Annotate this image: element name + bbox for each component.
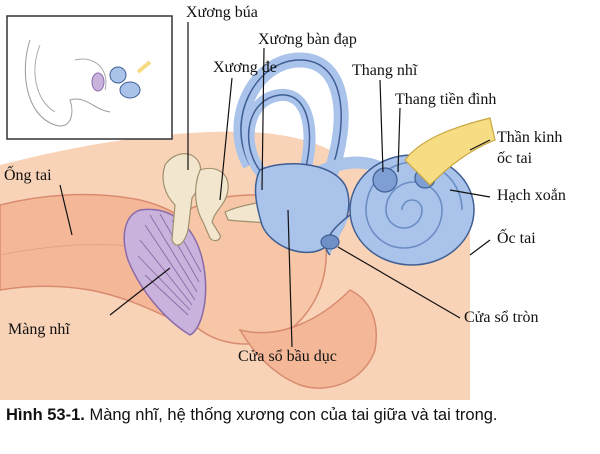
label-malleus: Xương búa: [186, 4, 258, 21]
leader-lines: [59, 22, 491, 348]
label-scala-tympani: Thang nhĩ: [352, 62, 418, 79]
incus-bone: [194, 167, 229, 242]
figure-number: Hình 53-1.: [6, 406, 85, 424]
label-oval-window: Cửa sổ bầu dục: [238, 348, 337, 365]
label-cochlear-nerve-line1: Thần kinh: [497, 129, 563, 146]
label-stapes: Xương bàn đạp: [258, 31, 357, 48]
label-spiral-ganglion: Hạch xoắn: [497, 187, 566, 204]
malleus-bone: [162, 153, 202, 246]
label-incus: Xương đe: [213, 59, 277, 76]
figure-caption: Hình 53-1. Màng nhĩ, hệ thống xương con …: [6, 404, 566, 426]
label-scala-vestibuli: Thang tiền đình: [395, 91, 497, 108]
round-window: [320, 234, 340, 250]
label-eardrum: Màng nhĩ: [8, 321, 70, 338]
cochlear-nerve: [404, 117, 496, 186]
label-cochlea: Ốc tai: [497, 230, 536, 247]
figure-caption-text: Màng nhĩ, hệ thống xương con của tai giữ…: [84, 406, 498, 424]
label-round-window: Cửa sổ tròn: [464, 309, 539, 326]
label-ear-canal: Ống tai: [4, 167, 52, 184]
label-cochlear-nerve-line2: ốc tai: [497, 150, 533, 167]
inset-panel: [6, 15, 173, 140]
eustachian-tube: [238, 289, 377, 389]
